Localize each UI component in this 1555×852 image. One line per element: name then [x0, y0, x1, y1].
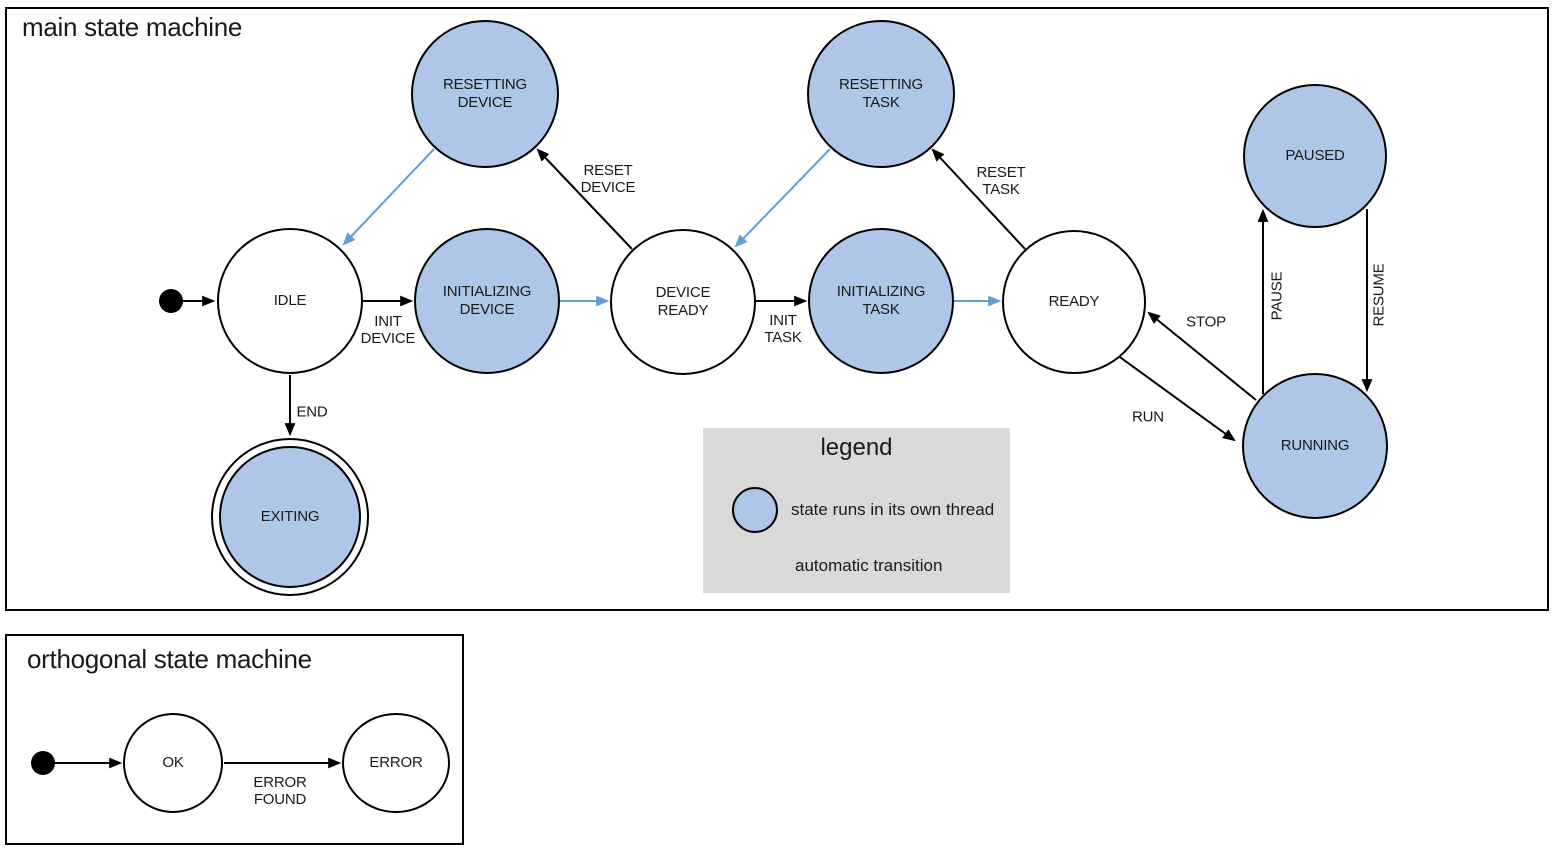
state-label: READY — [1048, 293, 1100, 310]
state-label: IDLE — [273, 292, 307, 309]
state-initializing-device: INITIALIZING DEVICE — [414, 228, 560, 374]
transition-label-error-found: ERROR FOUND — [253, 774, 307, 808]
transition-label-run: RUN — [1132, 408, 1164, 426]
state-label: RUNNING — [1280, 437, 1350, 454]
transition-label-reset-task: RESET TASK — [976, 164, 1026, 198]
state-exiting: EXITING — [219, 446, 361, 588]
transition-label-end: END — [296, 403, 328, 421]
state-label: ERROR — [369, 754, 423, 771]
state-ok: OK — [123, 713, 223, 813]
transition-label-pause: PAUSE — [1268, 271, 1286, 321]
state-running: RUNNING — [1242, 373, 1388, 519]
orthogonal-machine-title: orthogonal state machine — [27, 644, 312, 674]
state-label: EXITING — [260, 508, 320, 525]
state-label: PAUSED — [1285, 147, 1345, 164]
legend-threaded-state-icon — [732, 487, 778, 533]
legend-item-threaded-state: state runs in its own thread — [791, 500, 995, 519]
state-label: INITIALIZING DEVICE — [442, 283, 532, 318]
state-label: OK — [162, 754, 184, 771]
state-initializing-task: INITIALIZING TASK — [808, 228, 954, 374]
state-error: ERROR — [342, 713, 450, 813]
legend: legend state runs in its own thread auto… — [703, 428, 1010, 593]
state-label: RESETTING TASK — [838, 76, 924, 111]
transition-label-resume: RESUME — [1370, 263, 1388, 327]
main-state-machine-box — [5, 7, 1549, 611]
transition-label-init-device: INIT DEVICE — [360, 313, 416, 347]
initial-state-dot-main — [159, 289, 183, 313]
state-device-ready: DEVICE READY — [610, 229, 756, 375]
state-label: DEVICE READY — [655, 284, 711, 319]
initial-state-dot-orthogonal — [31, 751, 55, 775]
state-paused: PAUSED — [1243, 84, 1387, 228]
state-label: RESETTING DEVICE — [442, 76, 528, 111]
state-idle: IDLE — [217, 228, 363, 374]
legend-item-automatic-transition: automatic transition — [795, 556, 943, 575]
state-resetting-device: RESETTING DEVICE — [411, 20, 559, 168]
transition-label-stop: STOP — [1186, 313, 1226, 331]
legend-title: legend — [820, 434, 893, 461]
transition-label-reset-device: RESET DEVICE — [580, 162, 636, 196]
state-resetting-task: RESETTING TASK — [807, 20, 955, 168]
main-machine-title: main state machine — [22, 12, 243, 42]
state-ready: READY — [1002, 230, 1146, 374]
state-label: INITIALIZING TASK — [836, 283, 926, 318]
transition-label-init-task: INIT TASK — [764, 312, 802, 346]
orthogonal-state-machine-box — [5, 634, 464, 845]
